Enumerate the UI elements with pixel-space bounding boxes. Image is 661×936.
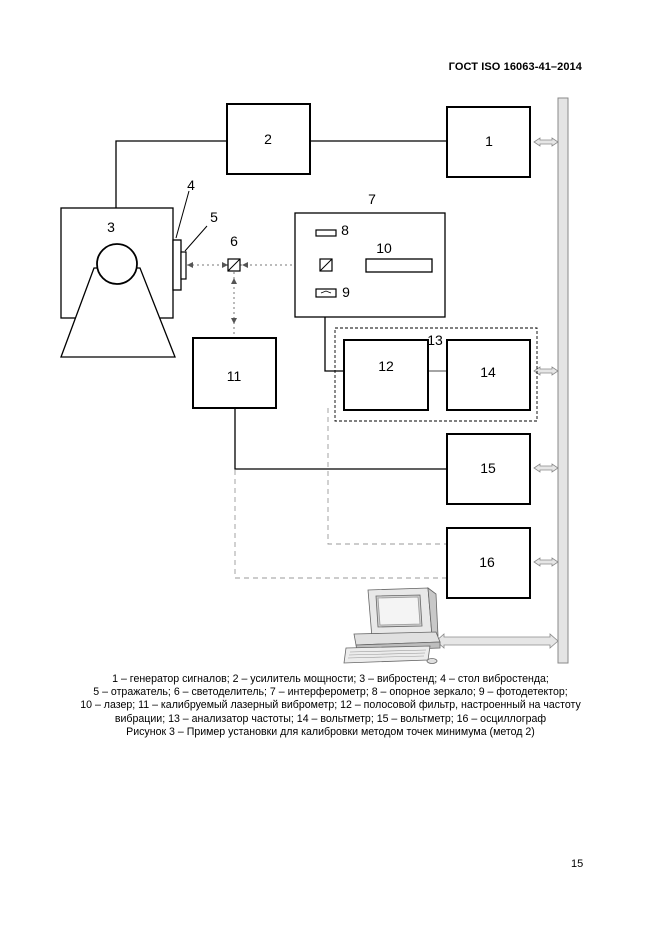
svg-text:4: 4 — [187, 177, 195, 193]
svg-text:11: 11 — [227, 368, 242, 384]
caption-line: 5 – отражатель; 6 – светоделитель; 7 – и… — [93, 686, 568, 699]
block-7-interferometer: 7 — [294, 191, 446, 318]
svg-text:1: 1 — [485, 133, 493, 149]
figure-caption: 1 – генератор сигналов; 2 – усилитель мо… — [0, 673, 661, 739]
block-1-signal-generator: 1 — [446, 106, 531, 178]
caption-line: 10 – лазер; 11 – калибруемый лазерный ви… — [80, 699, 581, 712]
svg-text:12: 12 — [378, 358, 394, 374]
svg-text:14: 14 — [480, 364, 496, 380]
page-number: 15 — [571, 858, 584, 870]
dashed-links — [234, 408, 447, 579]
bus-connectors — [435, 137, 559, 649]
block-10-laser: 10 — [365, 240, 433, 273]
svg-text:9: 9 — [342, 284, 350, 300]
document-standard-code: ГОСТ ISO 16063-41–2014 — [448, 61, 582, 73]
block-16-oscilloscope: 16 — [446, 527, 531, 599]
svg-text:16: 16 — [479, 554, 495, 570]
block-8-reference-mirror: 8 — [315, 222, 349, 238]
computer-icon — [343, 587, 441, 664]
block-14-voltmeter: 14 — [446, 339, 531, 411]
svg-text:13: 13 — [427, 332, 443, 348]
svg-text:6: 6 — [230, 233, 238, 249]
data-bus — [557, 97, 569, 664]
block-11-laser-vibrometer: 11 — [192, 337, 277, 409]
svg-text:3: 3 — [107, 219, 115, 235]
svg-text:5: 5 — [210, 209, 218, 225]
svg-text:8: 8 — [341, 222, 349, 238]
interferometer-splitter — [319, 258, 333, 272]
figure-title: Рисунок 3 – Пример установки для калибро… — [126, 725, 535, 738]
block-2-power-amplifier: 2 — [226, 103, 311, 175]
block-6-beam-splitter: 6 — [227, 233, 241, 272]
block-3-vibration-exciter: 3 — [60, 207, 176, 358]
svg-text:7: 7 — [368, 191, 376, 207]
block-12-bandpass-filter: 12 — [343, 339, 429, 411]
block-13-frequency-analyzer: 13 — [334, 327, 538, 422]
block-9-photodetector: 9 — [315, 284, 350, 300]
block-15-voltmeter: 15 — [446, 433, 531, 505]
caption-line: 1 – генератор сигналов; 2 – усилитель мо… — [112, 673, 549, 685]
svg-text:10: 10 — [376, 240, 392, 256]
svg-text:15: 15 — [480, 460, 496, 476]
svg-text:2: 2 — [264, 131, 272, 147]
block-5-reflector: 5 — [180, 209, 218, 280]
caption-line: вибрации; 13 – анализатор частоты; 14 – … — [114, 712, 547, 725]
